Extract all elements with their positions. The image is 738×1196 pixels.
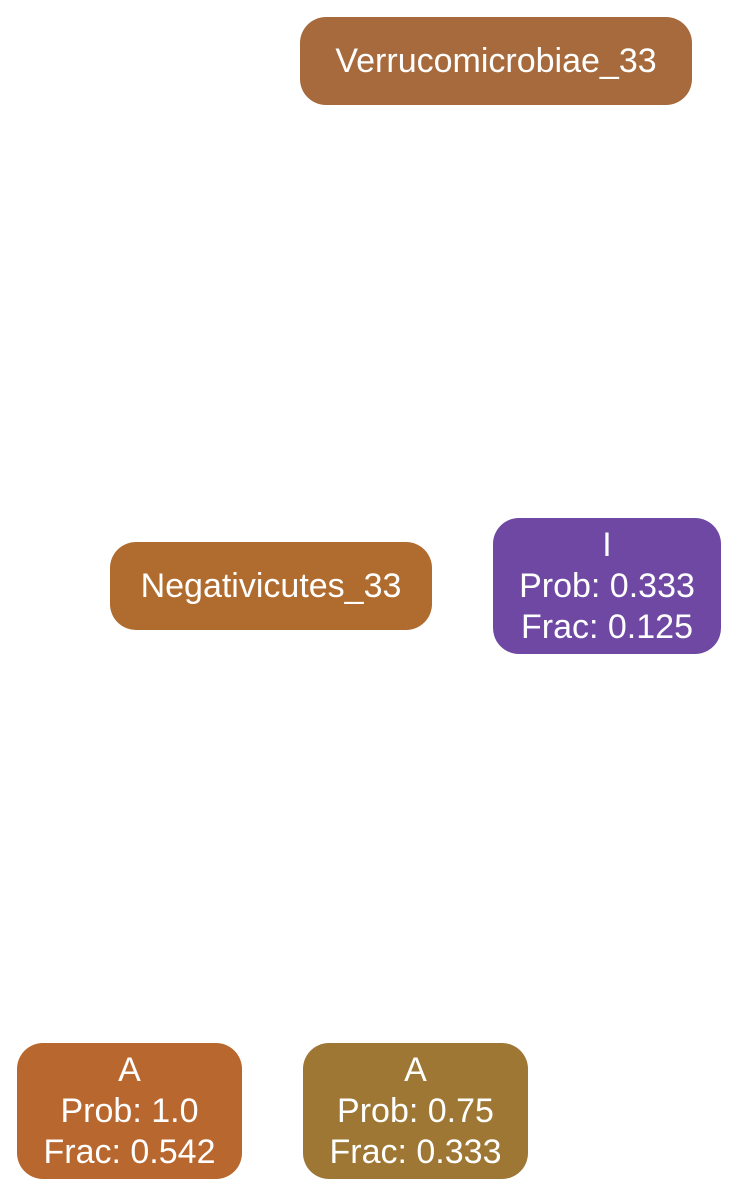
node-label: I	[602, 525, 612, 564]
node-prob: Prob: 0.333	[519, 566, 695, 605]
node-prob: Prob: 0.75	[337, 1091, 494, 1130]
node-label: Negativicutes_33	[140, 566, 402, 605]
node-frac: Frac: 0.333	[329, 1132, 502, 1171]
node-i: I Prob: 0.333 Frac: 0.125	[493, 518, 721, 654]
node-a-left: A Prob: 1.0 Frac: 0.542	[17, 1043, 242, 1179]
node-label: Verrucomicrobiae_33	[335, 41, 657, 80]
node-a-right: A Prob: 0.75 Frac: 0.333	[303, 1043, 528, 1179]
node-frac: Frac: 0.125	[521, 607, 693, 646]
node-label: A	[118, 1050, 141, 1089]
node-prob: Prob: 1.0	[60, 1091, 199, 1130]
node-frac: Frac: 0.542	[43, 1132, 216, 1171]
node-negativicutes: Negativicutes_33	[110, 542, 432, 630]
node-verrucomicrobiae: Verrucomicrobiae_33	[300, 17, 692, 105]
node-label: A	[404, 1050, 427, 1089]
